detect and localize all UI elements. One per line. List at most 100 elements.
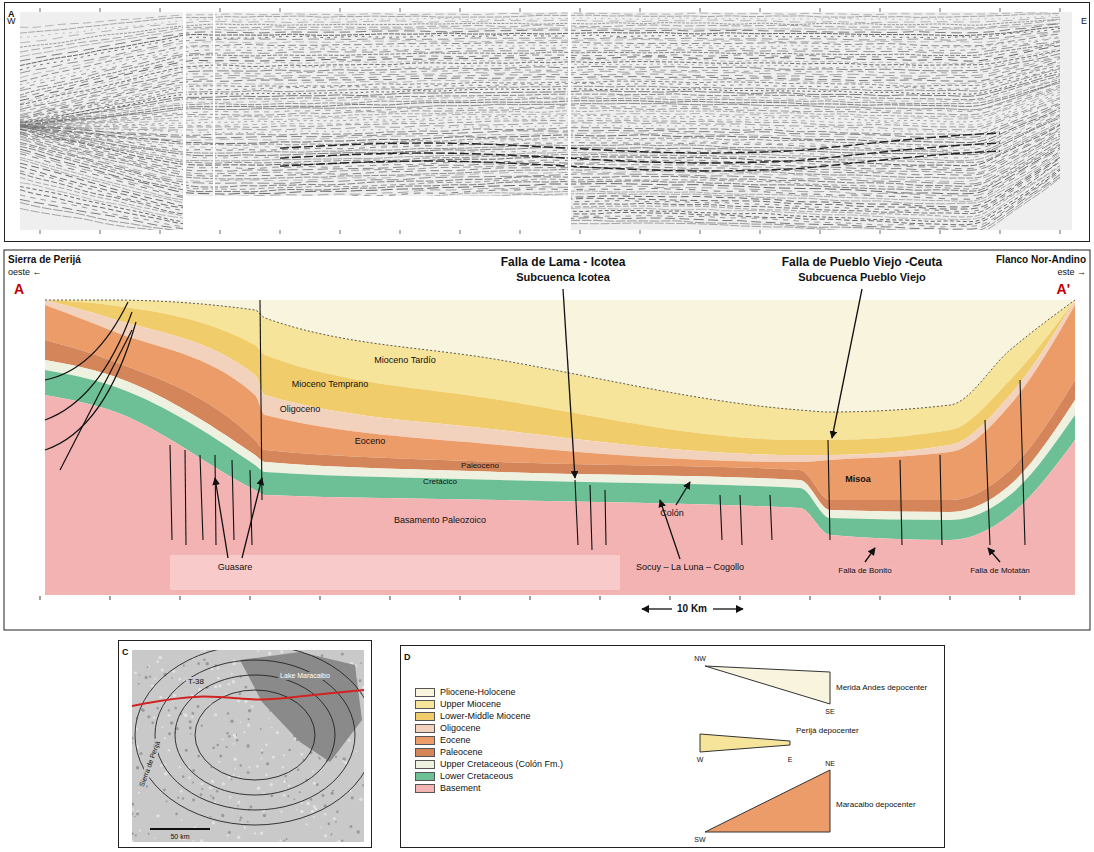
depocenter-wedge <box>700 734 790 752</box>
illustration-part <box>400 8 401 12</box>
illustration-part <box>940 230 941 234</box>
illustration-part <box>135 834 137 836</box>
legend-text: Oligocene <box>440 723 481 733</box>
legend-text: Lower Cretaceous <box>440 771 513 781</box>
illustration-part <box>176 727 179 730</box>
illustration-part <box>359 798 362 801</box>
annotation-label: Lake Maracaibo <box>278 672 332 680</box>
illustration-part <box>251 705 254 708</box>
illustration-part <box>200 839 204 842</box>
illustration-part <box>209 786 212 789</box>
illustration-part <box>820 230 821 234</box>
illustration-part <box>460 596 461 600</box>
illustration-part <box>20 122 1060 161</box>
illustration-part <box>132 650 364 842</box>
illustration-part <box>222 738 224 740</box>
illustration-part <box>156 814 159 817</box>
illustration-part <box>168 714 171 717</box>
legend-swatch <box>415 736 435 745</box>
illustration-part <box>880 596 881 600</box>
illustration-part <box>318 756 320 758</box>
illustration-part <box>356 751 358 753</box>
illustration-part <box>316 783 319 786</box>
legend-row: Eocene <box>415 736 446 746</box>
annotation-label: Falla de Motatán <box>968 566 1032 575</box>
annotation-label: Falla de Pueblo Viejo -Ceuta <box>782 256 942 270</box>
illustration-part <box>240 721 242 723</box>
annotation-label: W <box>697 756 704 764</box>
annotation-label: este → <box>1057 267 1086 277</box>
seismic-section <box>20 12 1072 230</box>
illustration-part <box>257 650 259 652</box>
illustration-part <box>205 662 209 666</box>
illustration-part <box>214 685 217 688</box>
illustration-part <box>147 666 149 668</box>
illustration-part <box>20 108 1060 144</box>
illustration-part <box>320 827 322 829</box>
illustration-part <box>147 715 150 718</box>
annotation-label: Colón <box>660 508 684 518</box>
leader-arrow <box>865 548 875 562</box>
annotation-label: Mioceno Tardío <box>374 355 435 365</box>
illustration-part <box>265 773 268 776</box>
illustration-part <box>286 838 288 840</box>
illustration-part <box>171 677 173 679</box>
illustration-part <box>341 653 344 656</box>
illustration-part <box>268 718 270 720</box>
illustration-part <box>211 780 214 783</box>
illustration-part <box>296 809 298 811</box>
illustration-part <box>254 832 256 834</box>
illustration-part <box>335 821 337 823</box>
illustration-part <box>197 755 200 758</box>
illustration-part <box>182 797 184 799</box>
illustration-part <box>270 783 273 786</box>
annotation-label: Cretácico <box>423 477 457 486</box>
illustration-part <box>132 742 133 744</box>
illustration-part <box>197 705 200 708</box>
illustration-part <box>20 92 1060 127</box>
illustration-part <box>164 772 168 776</box>
illustration-part <box>328 823 331 826</box>
illustration-part <box>1060 8 1061 12</box>
illustration-part <box>192 840 194 842</box>
illustration-part <box>640 8 641 12</box>
illustration-part <box>212 797 215 800</box>
illustration-part <box>600 596 601 600</box>
illustration-part <box>147 665 150 668</box>
legend-row: Basement <box>415 784 456 794</box>
illustration-part <box>181 819 183 821</box>
illustration-part <box>225 693 227 695</box>
illustration-part <box>263 814 266 817</box>
illustration-part <box>341 840 343 842</box>
illustration-part <box>288 749 290 751</box>
illustration-part <box>45 300 1075 412</box>
illustration-part <box>214 713 217 716</box>
illustration-part <box>263 792 265 794</box>
illustration-part <box>162 726 164 728</box>
illustration-part <box>261 758 263 760</box>
illustration-part <box>300 753 303 756</box>
legend-text: Upper Miocene <box>440 699 501 709</box>
illustration-part <box>239 819 241 821</box>
illustration-part <box>237 775 239 777</box>
legend-row: Upper Miocene <box>415 700 476 710</box>
annotation-label: A' <box>1057 281 1070 297</box>
annotation-label: SE <box>825 708 834 716</box>
illustration-part <box>332 790 334 792</box>
fault-line <box>575 480 578 545</box>
scale-bar <box>150 828 210 830</box>
illustration-part <box>191 712 194 715</box>
legend-swatch <box>415 772 435 781</box>
leader-arrow <box>563 289 575 478</box>
illustration-part <box>390 596 391 600</box>
legend-swatch <box>415 784 435 793</box>
annotation-label: E <box>788 756 793 764</box>
illustration-part <box>134 816 136 818</box>
illustration-part <box>20 95 1060 127</box>
illustration-part <box>349 825 352 828</box>
illustration-part <box>20 87 1060 126</box>
illustration-part <box>132 813 133 815</box>
illustration-part <box>336 811 338 813</box>
illustration-part <box>213 12 215 230</box>
illustration-part <box>173 694 176 697</box>
